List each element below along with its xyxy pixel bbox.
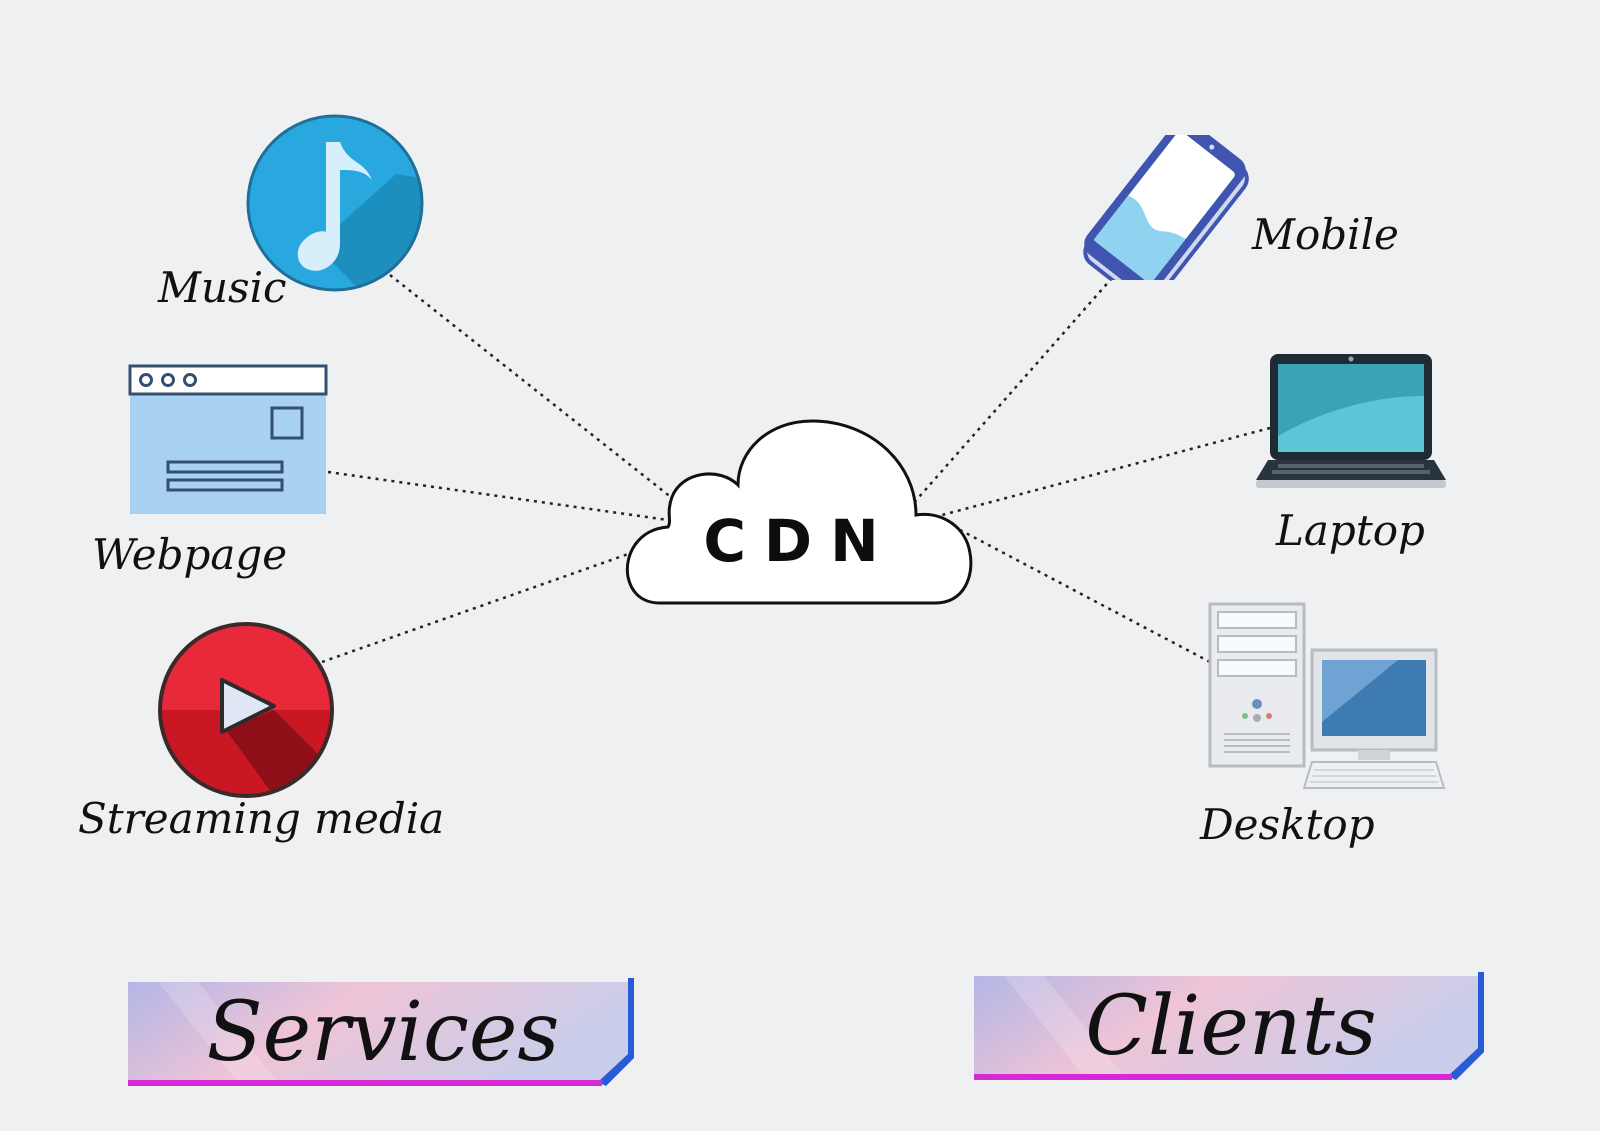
link-desktop bbox=[944, 520, 1211, 664]
desktop-computer-icon bbox=[1208, 602, 1446, 789]
clients-item-label: Laptop bbox=[1276, 506, 1425, 555]
services-banner: Services bbox=[128, 978, 638, 1088]
services-item-label: Music bbox=[158, 263, 287, 312]
link-webpage bbox=[327, 470, 669, 522]
link-laptop bbox=[941, 426, 1271, 517]
link-streaming bbox=[321, 538, 669, 664]
clients-banner-label: Clients bbox=[1085, 979, 1377, 1074]
link-mobile bbox=[911, 277, 1113, 506]
cloud-icon bbox=[625, 419, 973, 605]
music-note-icon bbox=[246, 114, 424, 292]
clients-item-label: Desktop bbox=[1200, 800, 1375, 849]
cdn-label: CDN bbox=[703, 507, 897, 575]
browser-window-icon bbox=[128, 364, 328, 514]
play-button-icon bbox=[158, 622, 334, 798]
services-item-label: Streaming media bbox=[78, 794, 445, 843]
laptop-icon bbox=[1256, 354, 1446, 488]
services-banner-label: Services bbox=[206, 985, 560, 1080]
clients-item-label: Mobile bbox=[1252, 210, 1399, 259]
clients-banner: Clients bbox=[974, 972, 1488, 1082]
mobile-phone-icon bbox=[1083, 135, 1249, 280]
services-item-label: Webpage bbox=[92, 530, 288, 579]
